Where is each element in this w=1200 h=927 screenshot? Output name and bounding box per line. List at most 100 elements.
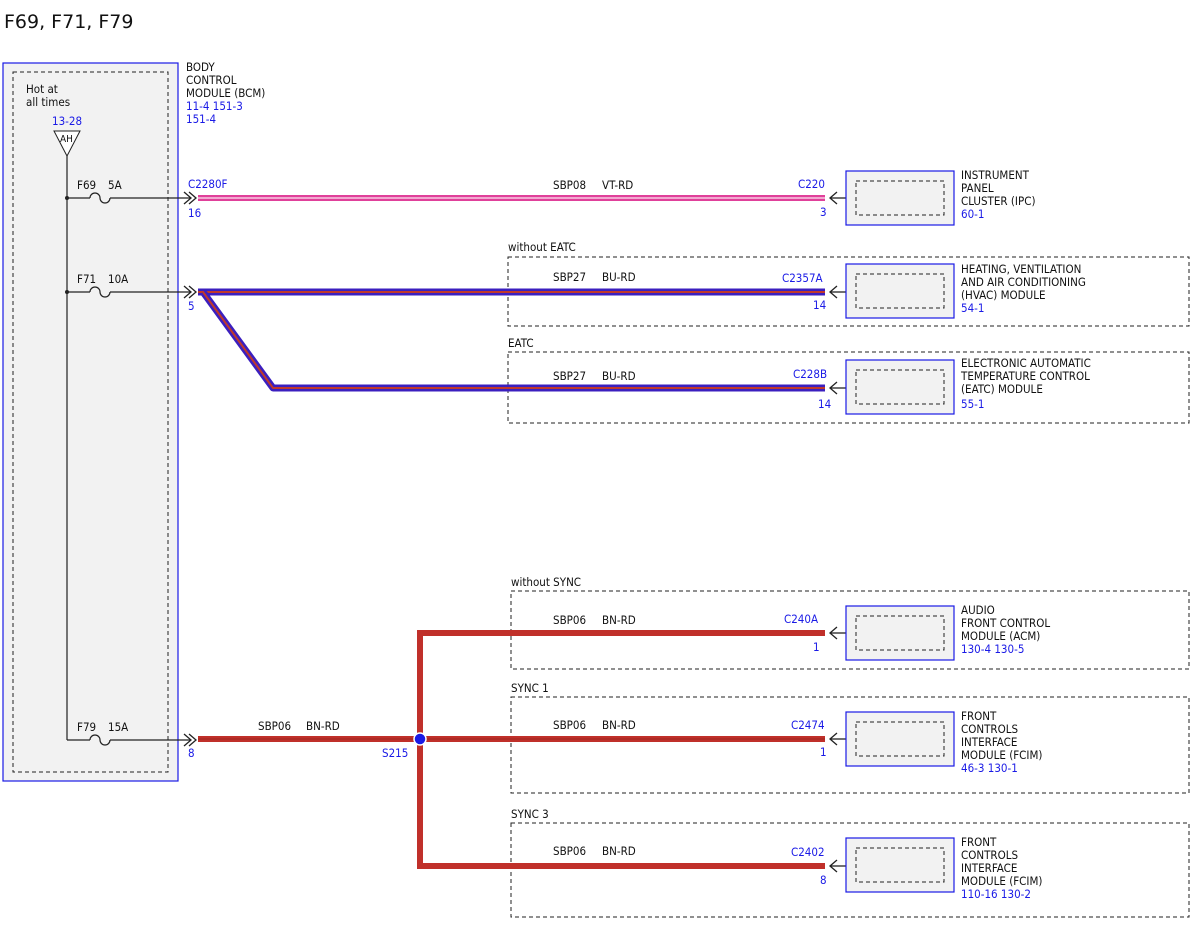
connector-c2402: C2402 <box>791 845 825 859</box>
splice-s215 <box>413 732 427 746</box>
module-fcim-sync1: FRONT CONTROLS INTERFACE MODULE (FCIM) 4… <box>961 709 1042 775</box>
svg-text:FRONT CONTROL: FRONT CONTROL <box>961 616 1050 630</box>
svg-text:CONTROLS: CONTROLS <box>961 722 1018 736</box>
bcm-refs-2: 151-4 <box>186 112 216 126</box>
connector-c240a: C240A <box>784 612 818 626</box>
svg-text:AND AIR CONDITIONING: AND AIR CONDITIONING <box>961 275 1086 289</box>
module-ipc: INSTRUMENT PANEL CLUSTER (IPC) 60-1 <box>961 168 1035 221</box>
color-label: VT-RD <box>602 178 633 192</box>
module-hvac: HEATING, VENTILATION AND AIR CONDITIONIN… <box>961 262 1086 315</box>
option-without-sync: without SYNC <box>511 575 581 589</box>
trunk-circuit-label: SBP06 <box>258 719 291 733</box>
module-boxes <box>845 170 955 893</box>
fuse-icon <box>89 286 111 298</box>
option-sync-1: SYNC 1 <box>511 681 549 695</box>
svg-text:46-3 130-1: 46-3 130-1 <box>961 761 1018 775</box>
splice-label: S215 <box>382 746 408 760</box>
svg-text:54-1: 54-1 <box>961 301 984 315</box>
pin: 1 <box>813 640 820 654</box>
fuse-f79: F79 15A <box>67 720 190 746</box>
color-label: BU-RD <box>602 270 636 284</box>
color-label: BU-RD <box>602 369 636 383</box>
bcm-name-line-1: BODY <box>186 60 215 74</box>
module-eatc: ELECTRONIC AUTOMATIC TEMPERATURE CONTROL… <box>960 356 1091 411</box>
svg-text:F71: F71 <box>77 272 96 286</box>
option-sync-3: SYNC 3 <box>511 807 549 821</box>
svg-text:CONTROLS: CONTROLS <box>961 848 1018 862</box>
module-fcim-sync3: FRONT CONTROLS INTERFACE MODULE (FCIM) 1… <box>961 835 1042 901</box>
option-without-eatc: without EATC <box>508 240 576 254</box>
module-acm: AUDIO FRONT CONTROL MODULE (ACM) 130-4 1… <box>961 603 1050 656</box>
svg-text:ELECTRONIC AUTOMATIC: ELECTRONIC AUTOMATIC <box>961 356 1091 370</box>
pin: 8 <box>820 873 827 887</box>
svg-text:5A: 5A <box>108 178 122 192</box>
pin: 3 <box>820 205 827 219</box>
bcm-connector-arrows <box>183 191 197 747</box>
color-label: BN-RD <box>602 718 636 732</box>
svg-text:TEMPERATURE CONTROL: TEMPERATURE CONTROL <box>960 369 1090 383</box>
circuit-label: SBP27 <box>553 270 586 284</box>
bcm-refs-1: 11-4 151-3 <box>186 99 243 113</box>
connector-c2357a: C2357A <box>782 271 823 285</box>
svg-text:(HVAC) MODULE: (HVAC) MODULE <box>961 288 1046 302</box>
connector-c2474: C2474 <box>791 718 825 732</box>
bcm-connector-c2280f: C2280F <box>188 177 228 191</box>
color-label: BN-RD <box>602 844 636 858</box>
option-eatc: EATC <box>508 336 534 350</box>
hot-at-line-2: all times <box>26 95 70 109</box>
bcm-name-line-2: CONTROL <box>186 73 237 87</box>
triangle-label: AH <box>60 134 73 145</box>
svg-text:10A: 10A <box>108 272 128 286</box>
svg-text:MODULE (ACM): MODULE (ACM) <box>961 629 1040 643</box>
svg-text:FRONT: FRONT <box>961 709 997 723</box>
svg-text:INTERFACE: INTERFACE <box>961 735 1017 749</box>
circuit-label: SBP06 <box>553 844 586 858</box>
svg-text:INSTRUMENT: INSTRUMENT <box>961 168 1030 182</box>
bcm-inner-dashed <box>12 71 169 773</box>
pin: 14 <box>813 298 826 312</box>
svg-text:AUDIO: AUDIO <box>961 603 995 617</box>
trunk-color-label: BN-RD <box>306 719 340 733</box>
circuit-label: SBP08 <box>553 178 586 192</box>
svg-text:FRONT: FRONT <box>961 835 997 849</box>
svg-text:60-1: 60-1 <box>961 207 984 221</box>
svg-text:15A: 15A <box>108 720 128 734</box>
circuit-label: SBP06 <box>553 718 586 732</box>
bcm-pin-8: 8 <box>188 746 195 760</box>
fuse-f71: F71 10A <box>67 272 190 298</box>
svg-text:(EATC) MODULE: (EATC) MODULE <box>961 382 1043 396</box>
fuse-f69: F69 5A <box>67 178 190 204</box>
svg-text:INTERFACE: INTERFACE <box>961 861 1017 875</box>
color-label: BN-RD <box>602 613 636 627</box>
svg-text:F79: F79 <box>77 720 96 734</box>
wire-sbp27 <box>198 288 825 392</box>
svg-text:MODULE (FCIM): MODULE (FCIM) <box>961 874 1042 888</box>
svg-text:F69: F69 <box>77 178 96 192</box>
bcm-name-line-3: MODULE (BCM) <box>186 86 265 100</box>
module-connector-arrows <box>829 191 846 873</box>
bcm-module: BODY CONTROL MODULE (BCM) 11-4 151-3 151… <box>2 60 265 782</box>
fuse-icon <box>89 734 111 746</box>
connector-c220: C220 <box>798 177 825 191</box>
pin: 14 <box>818 397 831 411</box>
bcm-outline <box>2 62 179 782</box>
circuit-label: SBP27 <box>553 369 586 383</box>
pin: 1 <box>820 745 827 759</box>
svg-text:MODULE (FCIM): MODULE (FCIM) <box>961 748 1042 762</box>
bcm-pin-5: 5 <box>188 299 195 313</box>
svg-text:55-1: 55-1 <box>961 397 984 411</box>
connector-c228b: C228B <box>793 367 827 381</box>
diagram-title: F69, F71, F79 <box>4 11 133 33</box>
svg-text:CLUSTER (IPC): CLUSTER (IPC) <box>961 194 1035 208</box>
hot-ref: 13-28 <box>52 114 82 128</box>
svg-text:110-16 130-2: 110-16 130-2 <box>961 887 1031 901</box>
svg-text:HEATING, VENTILATION: HEATING, VENTILATION <box>961 262 1081 276</box>
svg-text:130-4 130-5: 130-4 130-5 <box>961 642 1024 656</box>
hot-at-line-1: Hot at <box>26 82 58 96</box>
power-source-icon <box>53 130 81 158</box>
circuit-label: SBP06 <box>553 613 586 627</box>
svg-text:PANEL: PANEL <box>961 181 994 195</box>
bcm-pin-16: 16 <box>188 206 201 220</box>
wire-sbp06 <box>198 630 825 869</box>
